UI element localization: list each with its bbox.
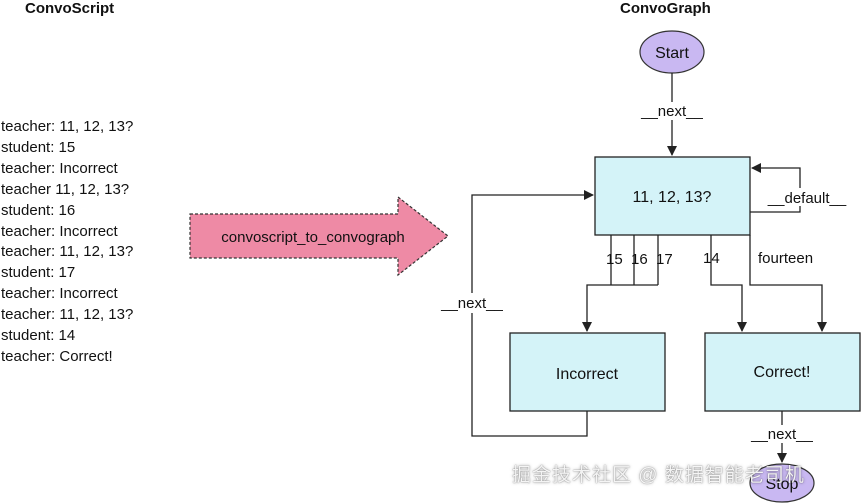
edge-fourteen bbox=[749, 235, 827, 332]
edge-14 bbox=[710, 235, 747, 332]
transcript-line: teacher 11, 12, 13? bbox=[1, 180, 130, 198]
stop-node-label: Stop bbox=[766, 476, 799, 493]
edge-start-next-label: __next__ bbox=[640, 103, 703, 120]
start-node-label: Start bbox=[655, 45, 689, 62]
edge-15-label: 15 bbox=[606, 251, 623, 268]
incorrect-node-label: Incorrect bbox=[556, 366, 619, 383]
edge-16-label: 16 bbox=[631, 251, 648, 268]
transcript-line: teacher: Incorrect bbox=[1, 159, 118, 177]
edge-fourteen-label: fourteen bbox=[758, 250, 813, 267]
edge-14-label: 14 bbox=[703, 250, 720, 267]
question-node bbox=[594, 156, 751, 236]
incorrect-node bbox=[509, 332, 666, 412]
convograph-heading: ConvoGraph bbox=[620, 0, 711, 17]
transcript-line: teacher: 11, 12, 13? bbox=[1, 118, 134, 135]
transcript-line: teacher: Incorrect bbox=[1, 285, 118, 303]
correct-node-label: Correct! bbox=[754, 364, 811, 381]
watermark: 掘金技术社区 @ 数据智能老司机 bbox=[512, 465, 805, 486]
transcript-line: student: 16 bbox=[1, 201, 76, 219]
edge-default-label: __default__ bbox=[767, 190, 847, 207]
correct-node bbox=[704, 332, 861, 412]
stop-node bbox=[749, 463, 815, 503]
question-node-label: 11, 12, 13? bbox=[633, 189, 712, 206]
edge-to-incorrect bbox=[582, 284, 658, 332]
transcript-line: student: 15 bbox=[1, 138, 76, 156]
transcript-line: student: 17 bbox=[1, 264, 76, 282]
transcript-line: teacher: 11, 12, 13? bbox=[1, 306, 134, 324]
convoscript-transcript: teacher: 11, 12, 13? student: 15 teacher: … bbox=[1, 117, 133, 368]
transcript-line: student: 14 bbox=[1, 327, 76, 345]
transcript-line: teacher: Incorrect bbox=[1, 222, 118, 240]
edge-incorrect-loop-next bbox=[471, 190, 594, 437]
edge-correct-next-label: __next__ bbox=[750, 426, 813, 443]
transform-arrow-label: convoscript_to_convograph bbox=[221, 229, 404, 246]
convoscript-heading: ConvoScript bbox=[25, 0, 115, 17]
transform-arrow bbox=[189, 195, 449, 277]
edge-loop-next-label: __next__ bbox=[440, 295, 503, 312]
transcript-line: teacher: Correct! bbox=[1, 347, 113, 365]
transcript-line: teacher: 11, 12, 13? bbox=[1, 243, 134, 261]
edge-17-label: 17 bbox=[656, 251, 673, 268]
